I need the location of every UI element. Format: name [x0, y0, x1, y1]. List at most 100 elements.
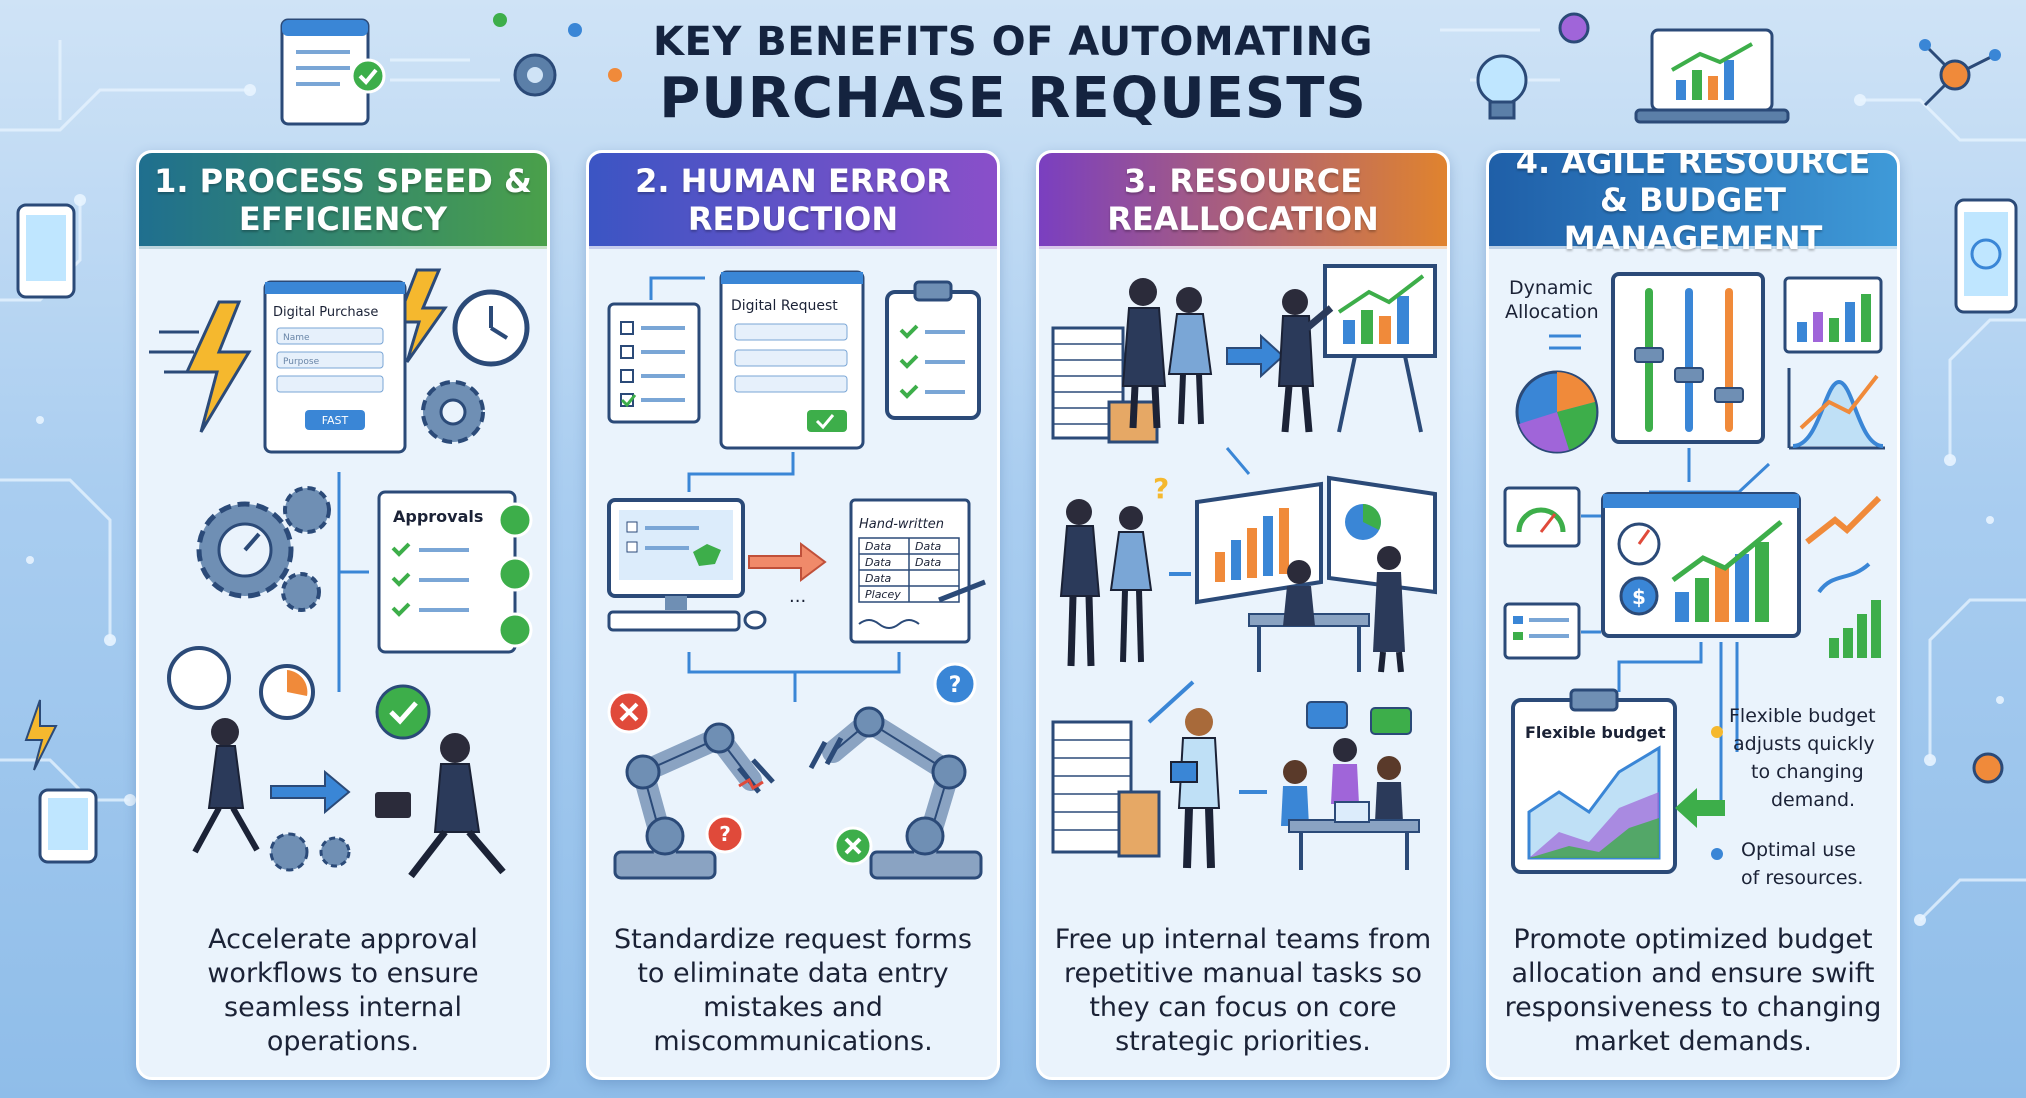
- svg-text:?: ?: [719, 822, 731, 846]
- check-icon: [375, 684, 431, 740]
- card-header: 3. RESOURCE REALLOCATION: [1039, 153, 1447, 249]
- running-businesswoman: [192, 718, 260, 854]
- form-field-purpose: Purpose: [283, 357, 320, 367]
- note-text: Optimal use: [1741, 839, 1856, 861]
- business-team: [1121, 278, 1213, 429]
- pie-chart-icon: [1515, 370, 1599, 454]
- card-header: 1. PROCESS SPEED & EFFICIENCY: [139, 153, 547, 249]
- lightning-icon-left: [24, 699, 58, 771]
- confused-team: ?: [1059, 472, 1169, 667]
- table-cell: Data: [865, 572, 892, 585]
- phone-icon-right: [1954, 198, 2018, 314]
- gear-gauge-icon: [196, 486, 331, 612]
- card-header: 2. HUMAN ERROR REDUCTION: [589, 153, 997, 249]
- page-title: KEY BENEFITS OF AUTOMATING PURCHASE REQU…: [560, 18, 1466, 138]
- question-icon: [933, 662, 977, 706]
- paper-stack-icon: [1051, 326, 1159, 444]
- approvals-checklist: Approvals: [377, 490, 533, 654]
- gear-icon: [513, 53, 557, 97]
- form-field-name: Name: [283, 333, 310, 343]
- card-illustration: ?: [1051, 264, 1437, 870]
- bar-chart-icon: [1783, 276, 1883, 354]
- dynamic-allocation-label: Allocation: [1505, 301, 1599, 323]
- tablet-icon-left: [38, 788, 98, 864]
- laptop-chart-icon: [1634, 28, 1790, 124]
- form-submit-label: FAST: [322, 414, 349, 427]
- paper-stack-icon: [1051, 720, 1161, 858]
- slider-controls: [1611, 272, 1765, 444]
- handwritten-label: Hand-written: [859, 517, 944, 532]
- checklist-document: [607, 302, 701, 424]
- title-line-2: PURCHASE REQUESTS: [659, 66, 1367, 131]
- card-description: Accelerate approval workflows to ensure …: [207, 924, 479, 1057]
- benefit-card-resource-reallocation: 3. RESOURCE REALLOCATION: [1036, 150, 1450, 1080]
- presenter: [1277, 289, 1334, 433]
- table-cell: Placey: [865, 588, 901, 601]
- arrow-right-icon: [1226, 333, 1285, 379]
- bar-chart-icon: [1829, 600, 1881, 658]
- robotic-arm-left: [613, 722, 775, 880]
- flexible-budget-clipboard: Flexible budget: [1511, 688, 1725, 874]
- budget-dashboard: $: [1601, 492, 1801, 638]
- handwritten-document: Hand-written Data Data Data Data Data Pl…: [849, 498, 986, 644]
- gear-icon-right: [1972, 752, 2004, 784]
- form-title: Digital Purchase: [273, 305, 378, 320]
- table-cell: Data: [915, 556, 942, 569]
- employee-with-tablet: [1170, 708, 1221, 869]
- note-text: of resources.: [1741, 867, 1863, 889]
- distribution-chart-icon: [1787, 368, 1885, 450]
- arrow-right-icon: [270, 769, 351, 815]
- clipboard-checklist-icon: [885, 280, 981, 420]
- document-check-icon: [280, 18, 386, 126]
- card-illustration: Digital Purchase Name Purpose FAST: [149, 268, 533, 879]
- note-text: Flexible budget: [1729, 705, 1876, 727]
- gear-icon: [269, 832, 351, 872]
- arrow-right-icon: [748, 542, 827, 582]
- digital-request-form: Digital Request: [719, 270, 865, 450]
- benefit-card-error-reduction: 2. HUMAN ERROR REDUCTION Digital Request: [586, 150, 1000, 1080]
- phone-icon-left: [16, 203, 76, 299]
- presentation-board: [1323, 264, 1437, 433]
- dollar-icon: [1619, 576, 1659, 616]
- list-widget-icon: [1503, 602, 1581, 660]
- dynamic-allocation-label: Dynamic: [1509, 277, 1593, 299]
- benefit-card-speed: 1. PROCESS SPEED & EFFICIENCY Digital Pu…: [136, 150, 550, 1080]
- robotic-arm-right: [808, 706, 983, 880]
- form-title: Digital Request: [731, 298, 838, 314]
- svg-text:$: $: [1632, 585, 1646, 609]
- approvals-label: Approvals: [393, 507, 483, 526]
- trend-up-icon: [1805, 495, 1882, 545]
- clock-icon: [167, 646, 231, 710]
- digital-purchase-form: Digital Purchase Name Purpose FAST: [263, 280, 407, 454]
- question-icon: [705, 814, 745, 854]
- note-text: demand.: [1771, 789, 1855, 811]
- gear-icon: [421, 380, 485, 444]
- collaborating-team: [1281, 701, 1420, 870]
- svg-text:?: ?: [949, 673, 962, 698]
- card-illustration: Dynamic Allocation: [1503, 272, 1885, 889]
- computer-monitor-icon: [607, 498, 767, 632]
- lightning-icon: [184, 300, 252, 433]
- svg-text:...: ...: [789, 586, 806, 607]
- chat-bubble-icon: [1370, 707, 1412, 735]
- card-description: Standardize request forms to eliminate d…: [614, 924, 972, 1057]
- table-cell: Data: [865, 540, 892, 553]
- running-businessman: [375, 733, 506, 879]
- chat-bubble-icon: [1306, 701, 1348, 729]
- flexible-budget-label: Flexible budget: [1525, 723, 1666, 742]
- team-at-table: [1248, 546, 1405, 673]
- benefit-card-budget-management: 4. AGILE RESOURCE & BUDGET MANAGEMENT Dy…: [1486, 150, 1900, 1080]
- lightbulb-icon: [1476, 54, 1528, 120]
- network-node-icon: [1919, 39, 2001, 107]
- card-description: Free up internal teams from repetitive m…: [1054, 924, 1432, 1057]
- note-text: adjusts quickly: [1733, 733, 1875, 755]
- table-cell: Data: [865, 556, 892, 569]
- clock-icon: [452, 289, 530, 367]
- question-icon: ?: [1153, 472, 1169, 505]
- gauge-widget-icon: [1503, 486, 1581, 548]
- card-illustration: Digital Request: [607, 270, 986, 880]
- title-line-1: KEY BENEFITS OF AUTOMATING: [653, 19, 1373, 65]
- card-description: Promote optimized budget allocation and …: [1504, 924, 1882, 1057]
- pen-icon: [938, 579, 986, 603]
